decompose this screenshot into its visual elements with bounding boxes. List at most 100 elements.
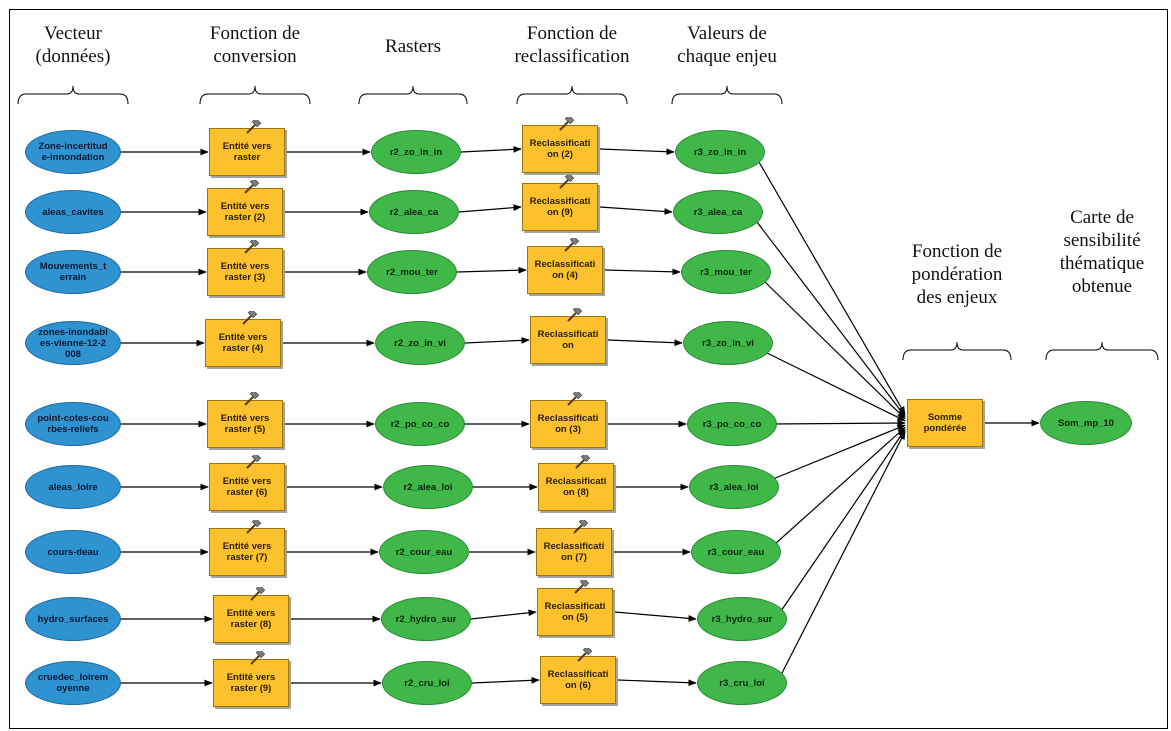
reclass-tool-0-label: Reclassificati on (2) [529,138,591,160]
vector-node-2[interactable]: Mouvements_t errain [25,250,121,294]
edge-raster-reclass-8 [471,676,540,684]
value-node-0[interactable]: r3_zo_in_in [675,130,765,174]
hammer-icon [559,117,574,131]
value-node-3-label: r3_zo_in_vi [702,337,754,349]
value-node-7[interactable]: r3_hydro_sur [697,597,787,641]
reclass-tool-7[interactable]: Reclassificati on (5) [537,580,613,636]
brace-conversion [199,85,311,105]
reclass-tool-1[interactable]: Reclassificati on (9) [522,175,598,231]
reclass-tool-3[interactable]: Reclassificati on [530,308,606,364]
value-node-6[interactable]: r3_cour_eau [691,530,781,574]
reclass-tool-8[interactable]: Reclassificati on (6) [540,648,616,704]
vector-node-6[interactable]: cours-deau [25,530,121,574]
raster-node-8[interactable]: r2_cru_loi [382,661,472,705]
reclass-tool-2-label: Reclassificati on (4) [534,259,596,281]
value-node-8[interactable]: r3_cru_loi [697,661,787,705]
vector-node-0[interactable]: Zone-incertitud e-innondation [25,130,121,174]
reclass-tool-7-label: Reclassificati on (5) [544,601,606,623]
value-node-4[interactable]: r3_po_co_co [687,402,777,446]
value-node-4-label: r3_po_co_co [702,418,762,430]
convert-tool-7[interactable]: Entité vers raster (8) [213,587,289,643]
raster-node-0[interactable]: r2_zo_in_in [371,130,461,174]
convert-tool-5[interactable]: Entité vers raster (6) [209,455,285,511]
header-carte: Carte de sensibilité thématique obtenue [1059,207,1145,297]
vector-node-1-label: aleas_cavites [42,206,104,218]
edge-reclass-value-3 [607,339,683,347]
raster-node-2[interactable]: r2_mou_ter [367,250,457,294]
convert-tool-0-label: Entité vers raster [222,141,272,163]
reclass-tool-5-label: Reclassificati on (8) [545,476,607,498]
raster-node-4[interactable]: r2_po_co_co [375,402,465,446]
vector-node-4[interactable]: point-cotes-cou rbes-reliefs [25,402,121,446]
reclass-tool-1-label: Reclassificati on (9) [529,196,591,218]
hammer-icon [567,308,582,322]
header-rasters: Rasters [385,36,441,57]
value-node-3[interactable]: r3_zo_in_vi [683,321,773,365]
edge-raster-reclass-2 [456,266,527,274]
hammer-icon [573,520,588,534]
value-node-7-label: r3_hydro_sur [711,613,773,625]
header-conversion: Fonction de conversion [209,23,301,67]
convert-tool-0[interactable]: Entité vers raster [209,120,285,176]
hammer-icon [567,392,582,406]
vector-node-1[interactable]: aleas_cavites [25,190,121,234]
edge-raster-reclass-7 [470,609,537,620]
edge-value-sum-2 [764,281,906,420]
vector-node-7-label: hydro_surfaces [37,613,109,625]
vector-node-7[interactable]: hydro_surfaces [25,597,121,641]
raster-node-5[interactable]: r2_alea_loi [383,465,473,509]
convert-tool-7-label: Entité vers raster (8) [226,608,276,630]
edge-reclass-value-2 [604,268,681,276]
header-valeurs: Valeurs de chaque enjeu [677,23,777,67]
raster-node-4-label: r2_po_co_co [390,418,450,430]
reclass-tool-4[interactable]: Reclassificati on (3) [530,392,606,448]
convert-tool-8-label: Entité vers raster (9) [226,672,276,694]
reclass-tool-5[interactable]: Reclassificati on (8) [538,455,614,511]
value-node-1-label: r3_alea_ca [693,206,743,218]
raster-node-3-label: r2_zo_in_vi [394,337,446,349]
output-node[interactable]: Som_mp_10 [1040,401,1132,445]
weighted-sum-tool[interactable]: Somme pondérée [907,399,983,447]
edge-value-sum-3 [766,352,906,422]
vector-node-0-label: Zone-incertitud e-innondation [38,141,108,163]
edge-value-sum-4 [770,419,906,427]
reclass-tool-6[interactable]: Reclassificati on (7) [536,520,612,576]
raster-node-1[interactable]: r2_alea_ca [369,190,459,234]
convert-tool-6[interactable]: Entité vers raster (7) [209,520,285,576]
reclass-tool-8-label: Reclassificati on (6) [547,669,609,691]
value-node-2[interactable]: r3_mou_ter [681,250,771,294]
convert-tool-2[interactable]: Entité vers raster (3) [207,240,283,296]
convert-tool-8[interactable]: Entité vers raster (9) [213,651,289,707]
hammer-icon [250,587,265,601]
edge-raster-reclass-0 [460,146,522,153]
vector-node-3[interactable]: zones-inondabl es-vienne-12-2 008 [25,321,121,365]
brace-reclass [516,85,628,105]
convert-tool-2-label: Entité vers raster (3) [220,261,270,283]
convert-tool-3[interactable]: Entité vers raster (4) [205,311,281,367]
vector-node-4-label: point-cotes-cou rbes-reliefs [37,413,109,435]
edge-reclass-value-7 [614,611,697,622]
edge-raster-reclass-1 [458,204,522,213]
value-node-5[interactable]: r3_alea_loi [689,465,779,509]
raster-node-7[interactable]: r2_hydro_sur [381,597,471,641]
reclass-tool-0[interactable]: Reclassificati on (2) [522,117,598,173]
reclass-tool-2[interactable]: Reclassificati on (4) [527,238,603,294]
vector-node-8[interactable]: cruedec_loirem oyenne [25,661,121,705]
edge-value-sum-5 [772,424,906,480]
raster-node-6[interactable]: r2_cour_eau [379,530,469,574]
convert-tool-1[interactable]: Entité vers raster (2) [207,180,283,236]
raster-node-3[interactable]: r2_zo_in_vi [375,321,465,365]
brace-carte [1045,341,1159,361]
value-node-1[interactable]: r3_alea_ca [673,190,763,234]
convert-tool-4[interactable]: Entité vers raster (5) [207,392,283,448]
vector-node-5[interactable]: aleas_loire [25,465,121,509]
raster-node-5-label: r2_alea_loi [403,481,453,493]
edge-value-sum-8 [780,431,906,676]
value-node-5-label: r3_alea_loi [709,481,759,493]
raster-node-1-label: r2_alea_ca [389,206,439,218]
header-reclass: Fonction de reclassification [514,23,630,67]
brace-valeurs [671,85,783,105]
header-ponderation: Fonction de pondération des enjeux [911,241,1003,308]
hammer-icon [564,238,579,252]
